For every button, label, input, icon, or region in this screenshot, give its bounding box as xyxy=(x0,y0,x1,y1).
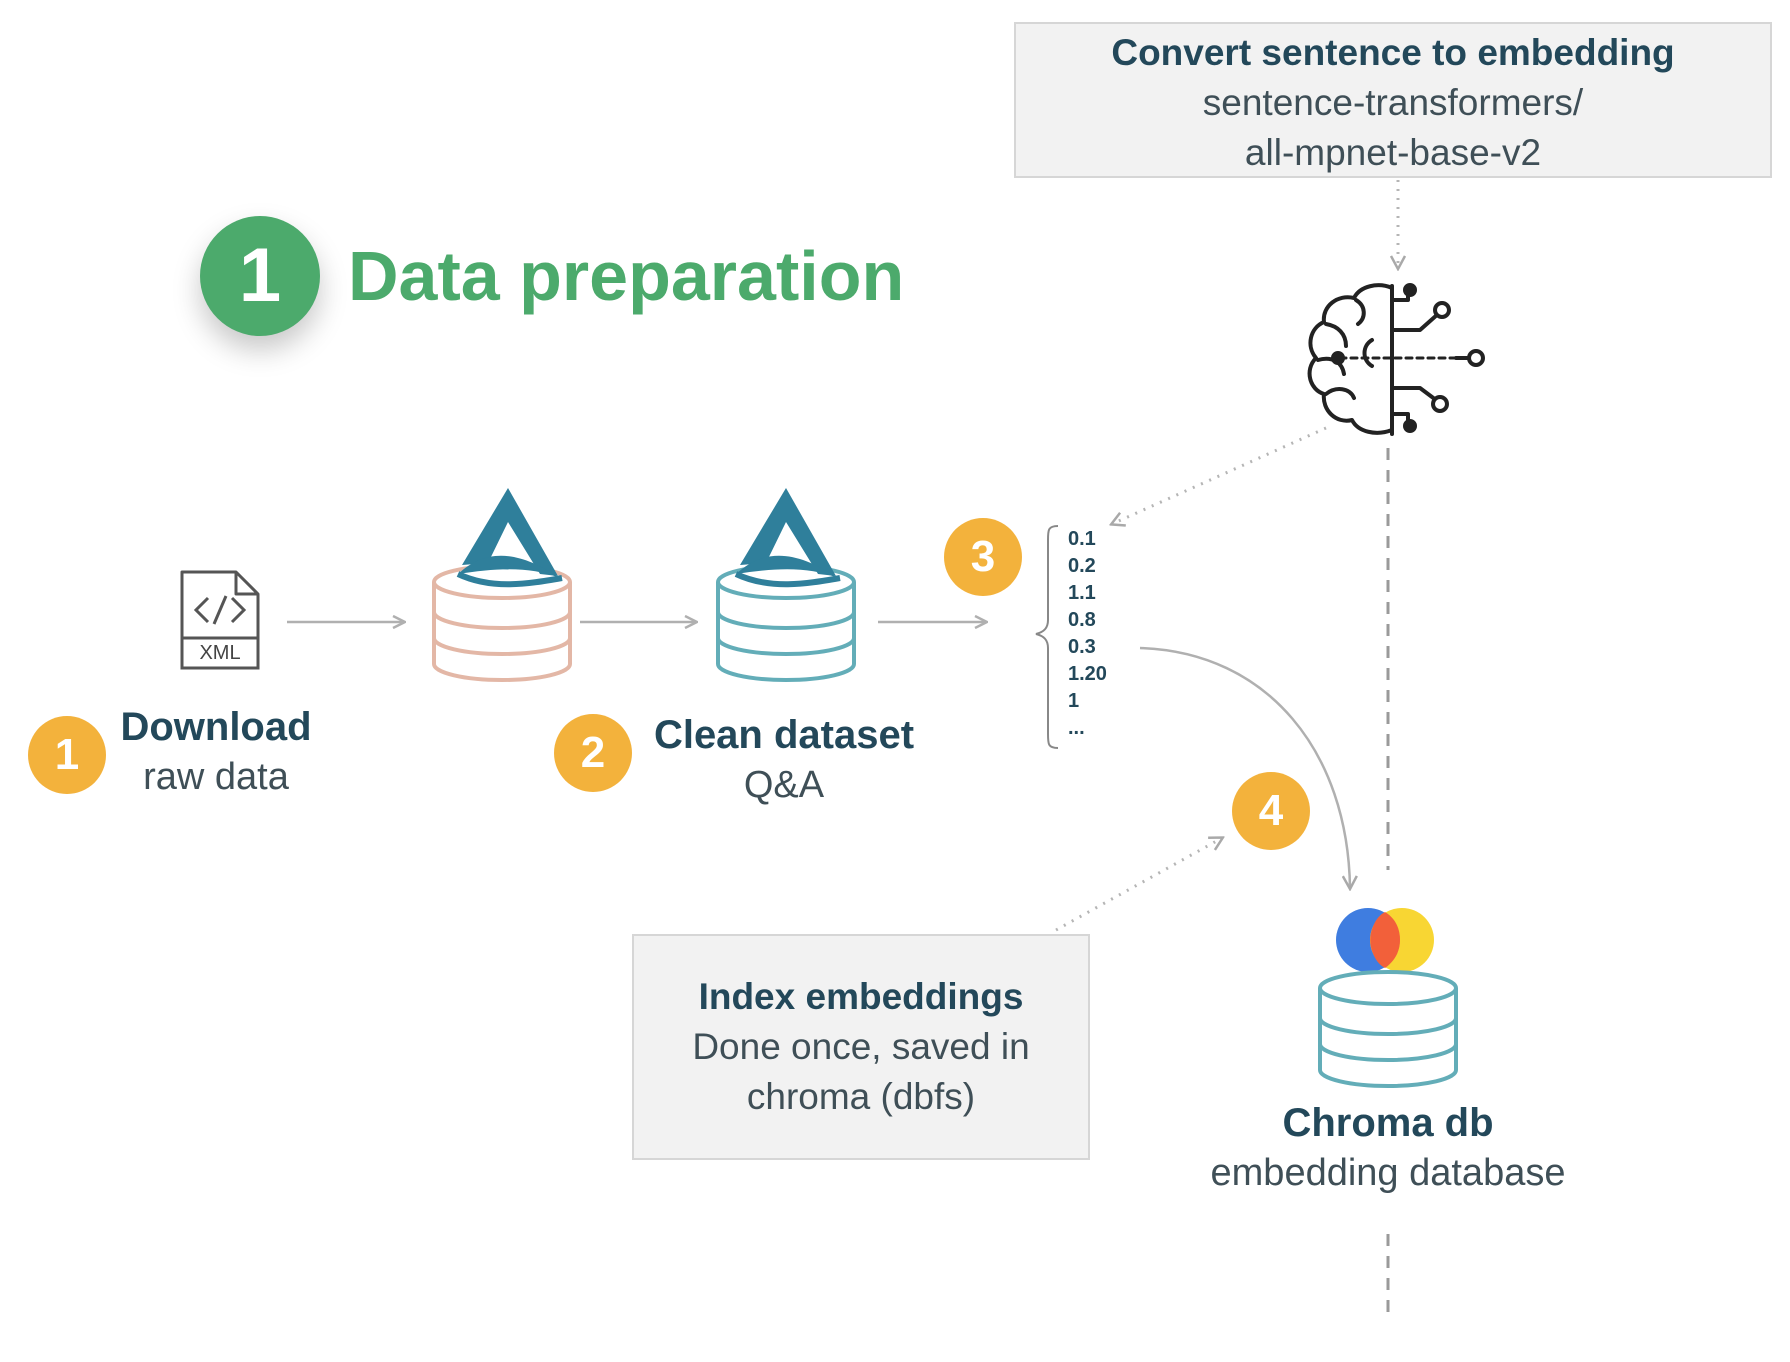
xml-icon-label: XML xyxy=(199,642,241,664)
delta-logo-icon xyxy=(456,488,563,588)
vector-value: 1.1 xyxy=(1068,582,1096,604)
chroma-logo-icon xyxy=(1336,908,1434,972)
index-box-line2: chroma (dbfs) xyxy=(746,1076,976,1117)
step-2-badge: 2 xyxy=(554,714,632,792)
step-4-badge: 4 xyxy=(1232,772,1310,850)
embedding-box-line2: all-mpnet-base-v2 xyxy=(1244,132,1542,173)
vector-value: 0.8 xyxy=(1068,609,1096,631)
step-3-badge: 3 xyxy=(944,518,1022,596)
arrow-index-to-step4 xyxy=(1055,838,1222,932)
xml-file-icon xyxy=(180,570,260,670)
embedding-box-title: Convert sentence to embedding xyxy=(1111,32,1675,73)
vector-value: ... xyxy=(1068,717,1085,739)
vector-value: 1.20 xyxy=(1068,663,1107,685)
vector-value: 1 xyxy=(1068,690,1080,712)
delta-logo-icon-2 xyxy=(734,488,841,588)
index-box-line1: Done once, saved in xyxy=(692,1026,1030,1067)
step-1-label: Download raw data xyxy=(116,702,316,802)
section-title: Data preparation xyxy=(348,237,905,315)
index-box-title: Index embeddings xyxy=(698,976,1024,1017)
vector-brace xyxy=(1035,525,1059,749)
chroma-label: Chroma db embedding database xyxy=(1188,1098,1588,1198)
chroma-subtitle: embedding database xyxy=(1210,1152,1566,1194)
step-2-subtitle: Q&A xyxy=(743,764,825,806)
index-embeddings-box: Index embeddings Done once, saved in chr… xyxy=(632,934,1090,1160)
section-number-badge: 1 xyxy=(200,216,320,336)
chroma-database-icon xyxy=(1318,970,1458,1088)
arrow-brain-to-vector xyxy=(1112,426,1327,524)
step-2-label: Clean dataset Q&A xyxy=(652,710,916,810)
brain-ai-icon xyxy=(1307,283,1485,436)
step-2-title: Clean dataset xyxy=(653,713,915,757)
clean-delta-database-icon xyxy=(716,564,856,682)
embedding-box-line1: sentence-transformers/ xyxy=(1202,82,1584,123)
vector-value: 0.2 xyxy=(1068,555,1096,577)
step-1-title: Download xyxy=(120,705,312,749)
embedding-vector: 0.1 0.2 1.1 0.8 0.3 1.20 1 ... xyxy=(1068,526,1107,742)
chroma-title: Chroma db xyxy=(1282,1101,1494,1145)
vector-value: 0.1 xyxy=(1068,528,1096,550)
step-1-badge: 1 xyxy=(28,716,106,794)
step-1-subtitle: raw data xyxy=(143,756,289,798)
embedding-model-box: Convert sentence to embedding sentence-t… xyxy=(1014,22,1772,178)
raw-delta-database-icon xyxy=(432,564,572,682)
arrow-vector-to-chroma xyxy=(1139,646,1350,888)
vector-value: 0.3 xyxy=(1068,636,1096,658)
